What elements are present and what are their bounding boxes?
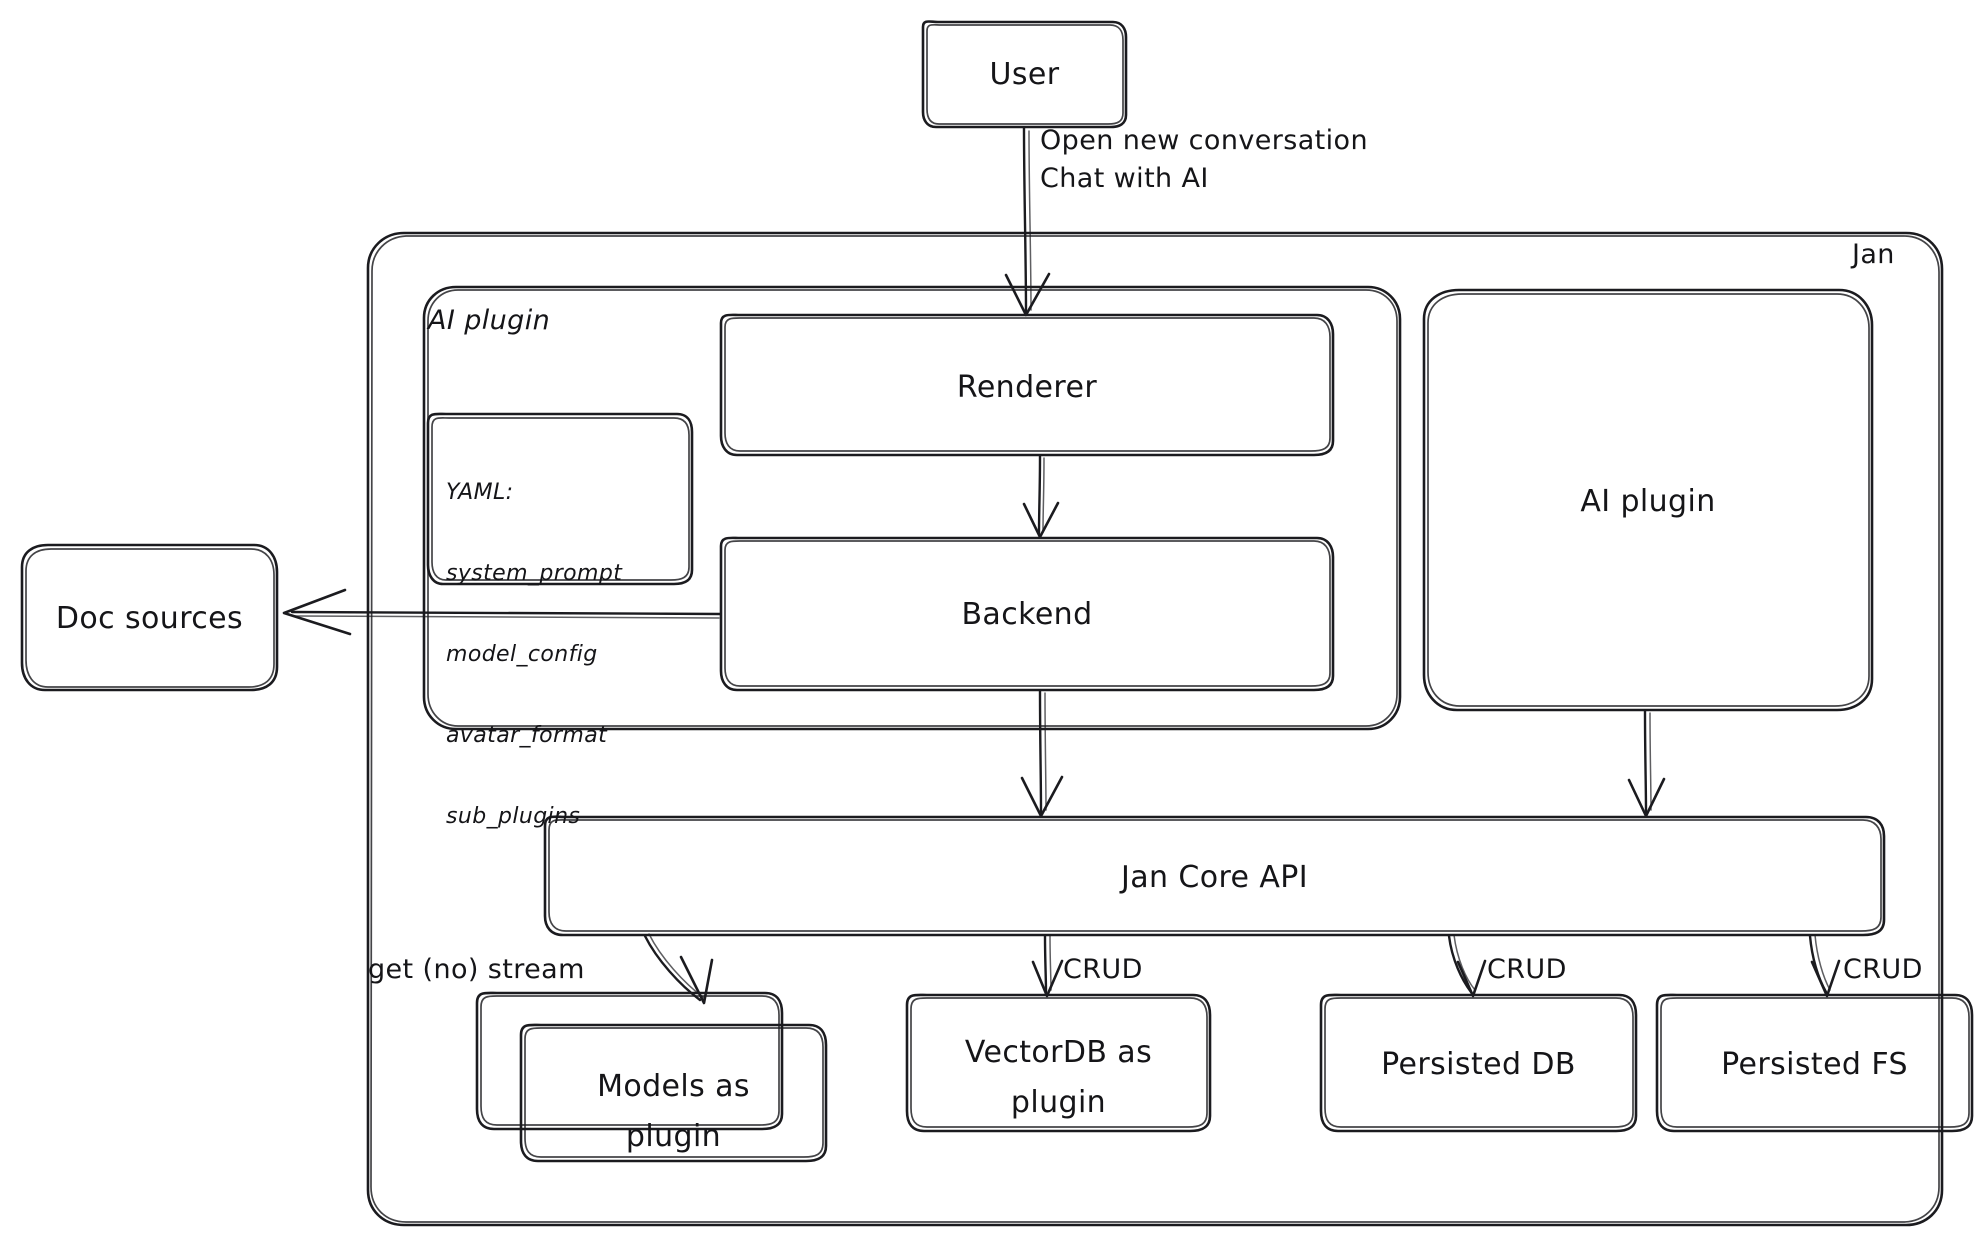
- ai-plugin-box-label: AI plugin: [1580, 484, 1716, 519]
- vectordb-plugin-box-shape: [905, 993, 1212, 1133]
- ai-plugin-group-shape: [422, 285, 1402, 731]
- edge-ai-plugin-to-core: [1627, 709, 1666, 818]
- edge-core-to-models: [643, 933, 714, 1005]
- jan-container-shape: [366, 231, 1944, 1227]
- edge-label-crud-persisted-db: CRUD: [1487, 954, 1567, 985]
- edge-core-to-vectordb: [1031, 934, 1064, 998]
- jan-container-label: Jan: [1852, 239, 1895, 270]
- edge-core-to-persisted-db: [1447, 934, 1487, 998]
- edge-label-crud-persisted-fs: CRUD: [1843, 954, 1923, 985]
- models-plugin-back-shape: [475, 991, 784, 1131]
- edge-backend-to-core: [1020, 689, 1064, 818]
- vectordb-plugin-label: VectorDB as plugin: [964, 1035, 1153, 1120]
- edge-user-to-renderer: [1004, 126, 1051, 317]
- models-plugin-front-shape: [519, 1023, 828, 1163]
- edge-label-line1: Open new conversation Chat with AI: [1040, 125, 1368, 194]
- backend-box-shape: [719, 536, 1335, 692]
- jan-core-api-label: Jan Core API: [1120, 860, 1308, 895]
- ai-plugin-box-shape: [1422, 288, 1874, 712]
- edge-renderer-to-backend: [1022, 454, 1060, 539]
- models-plugin-label: Models as plugin: [597, 1069, 750, 1154]
- persisted-db-label: Persisted DB: [1381, 1047, 1576, 1082]
- edge-label-get-no-stream: get (no) stream: [368, 954, 585, 985]
- yaml-note-line-2: model_config: [446, 642, 598, 667]
- jan-core-api-box-shape: [543, 815, 1886, 937]
- persisted-db-box-shape: [1319, 993, 1638, 1133]
- edge-label-crud-vectordb: CRUD: [1063, 954, 1143, 985]
- yaml-note-line-4: sub_plugins: [446, 804, 581, 829]
- persisted-fs-label: Persisted FS: [1721, 1047, 1908, 1082]
- yaml-note-shape: [426, 412, 694, 586]
- doc-sources-label: Doc sources: [55, 601, 244, 636]
- edge-core-to-persisted-fs: [1808, 934, 1841, 998]
- yaml-note-line-3: avatar_format: [446, 723, 608, 748]
- backend-label: Backend: [961, 597, 1093, 632]
- yaml-note-line-1: system_prompt: [446, 561, 623, 586]
- ai-plugin-group-label: AI plugin: [428, 305, 551, 336]
- renderer-label: Renderer: [956, 370, 1098, 405]
- user-label: User: [989, 57, 1060, 92]
- persisted-fs-box-shape: [1655, 993, 1974, 1133]
- edge-backend-to-doc-sources: [282, 588, 722, 636]
- yaml-note-line-0: YAML:: [446, 480, 514, 505]
- user-box-shape: [921, 20, 1128, 129]
- renderer-box-shape: [719, 313, 1335, 457]
- edge-label-open-new-conversation: Open new conversation Chat with AI: [1040, 122, 1368, 198]
- yaml-note-text: YAML: system_prompt model_config avatar_…: [446, 425, 622, 884]
- doc-sources-box-shape: [20, 543, 279, 692]
